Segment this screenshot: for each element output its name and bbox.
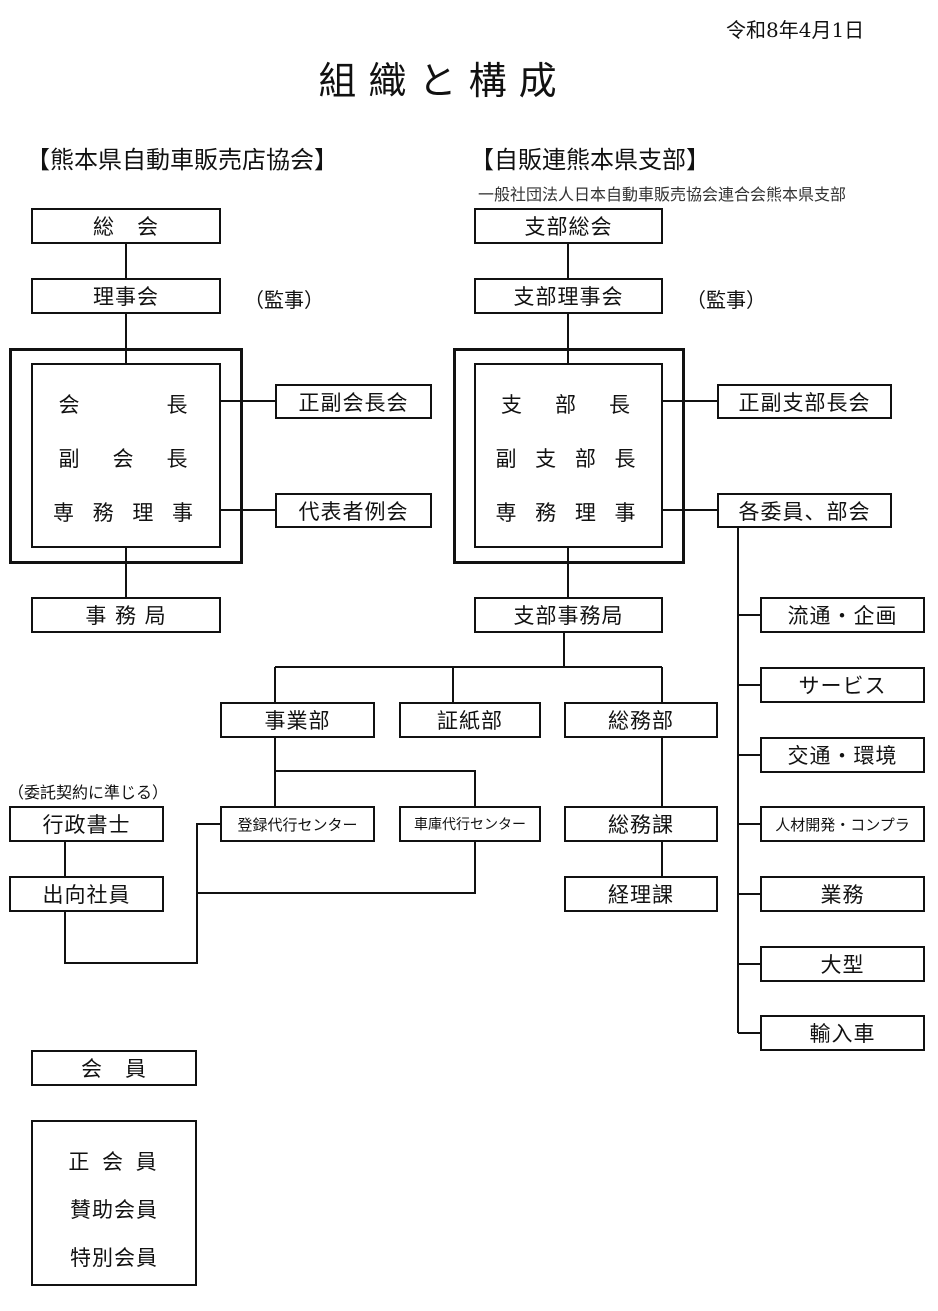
scrivener-box: 行政書士 [9, 806, 164, 842]
officer-chair: 会 長 [58, 393, 194, 417]
member-types-box: 正 会 員 賛助会員 特別会員 [31, 1120, 197, 1286]
committee-traffic-environment: 交通・環境 [760, 737, 925, 773]
committees-box: 各委員、部会 [717, 493, 892, 528]
right-org-header: 【自販連熊本県支部】 [470, 146, 710, 174]
stamp-dept-box: 証紙部 [399, 702, 541, 738]
member-type-regular: 正 会 員 [68, 1150, 160, 1174]
member-type-special: 特別会員 [70, 1246, 158, 1270]
right-officers-frame [453, 348, 685, 564]
left-general-meeting-box: 総 会 [31, 208, 221, 244]
registration-center-box: 登録代行センター [220, 806, 375, 842]
page-title: 組 織 と 構 成 [318, 59, 557, 103]
vice-branch-chief-meeting-box: 正副支部長会 [717, 384, 892, 419]
right-auditor-label: （監事） [686, 288, 766, 312]
representative-meeting-box: 代表者例会 [275, 493, 432, 528]
officer-branch-executive-director: 専 務 理 事 [495, 501, 642, 525]
scrivener-note: （委託契約に準じる） [8, 783, 169, 802]
officer-vice-branch-chief: 副 支 部 長 [495, 447, 642, 471]
right-org-subtitle: 一般社団法人日本自動車販売協会連合会熊本県支部 [478, 185, 847, 204]
business-dept-box: 事業部 [220, 702, 375, 738]
accounting-section-box: 経理課 [564, 876, 718, 912]
branch-general-meeting-box: 支部総会 [474, 208, 663, 244]
garage-center-box: 車庫代行センター [399, 806, 541, 842]
vice-chair-meeting-box: 正副会長会 [275, 384, 432, 419]
left-officers-frame [9, 348, 243, 564]
general-affairs-section-box: 総務課 [564, 806, 718, 842]
left-auditor-label: （監事） [244, 288, 324, 312]
branch-board-box: 支部理事会 [474, 278, 663, 314]
seconded-staff-box: 出向社員 [9, 876, 164, 912]
left-secretariat-box: 事 務 局 [31, 597, 221, 633]
committee-operations: 業務 [760, 876, 925, 912]
members-box: 会 員 [31, 1050, 197, 1086]
general-affairs-dept-box: 総務部 [564, 702, 718, 738]
officer-executive-director: 専 務 理 事 [52, 501, 200, 525]
left-org-header: 【熊本県自動車販売店協会】 [26, 146, 338, 174]
left-board-box: 理事会 [31, 278, 221, 314]
officer-branch-chief: 支 部 長 [501, 393, 636, 417]
committee-hr-compliance: 人材開発・コンプラ [760, 806, 925, 842]
committee-imported-cars: 輸入車 [760, 1015, 925, 1051]
left-officers-box: 会 長 副 会 長 専 務 理 事 [31, 363, 221, 548]
committee-large-vehicles: 大型 [760, 946, 925, 982]
committee-service: サービス [760, 667, 925, 703]
member-type-supporting: 賛助会員 [70, 1198, 158, 1222]
date: 令和8年4月1日 [726, 18, 865, 42]
branch-secretariat-box: 支部事務局 [474, 597, 663, 633]
right-officers-box: 支 部 長 副 支 部 長 専 務 理 事 [474, 363, 663, 548]
committee-distribution-planning: 流通・企画 [760, 597, 925, 633]
officer-vice-chair: 副 会 長 [58, 447, 194, 471]
